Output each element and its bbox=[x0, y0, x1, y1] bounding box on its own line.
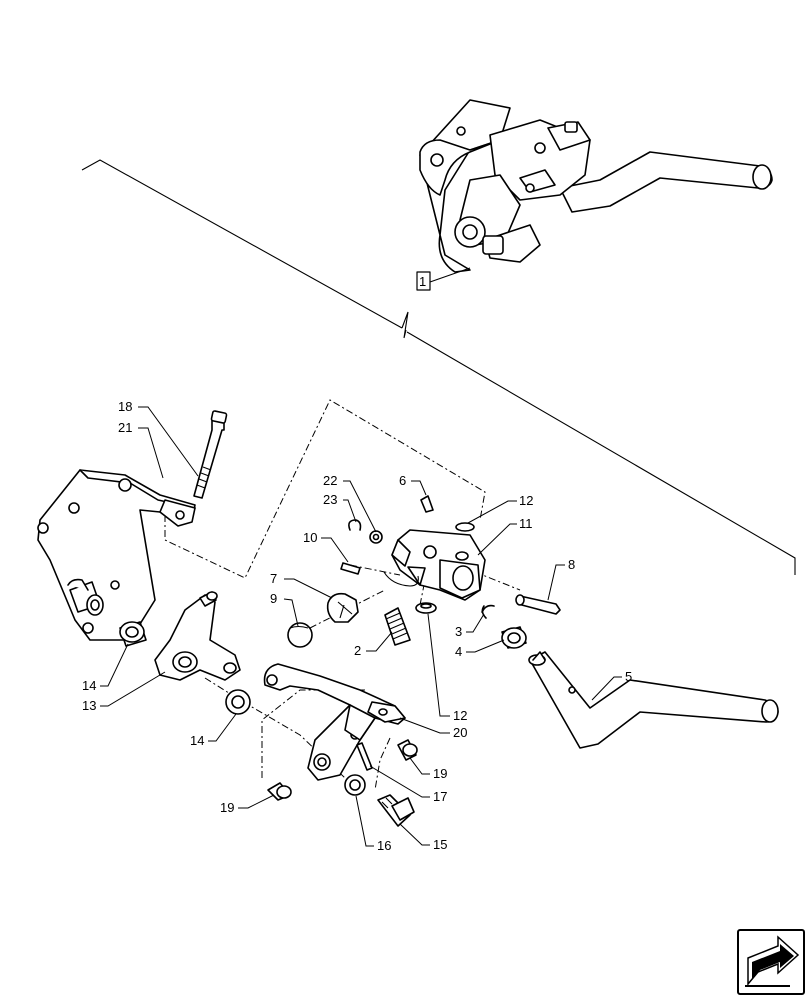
callout-12-top: 12 bbox=[519, 493, 533, 508]
callout-16: 16 bbox=[377, 838, 391, 853]
section-divider bbox=[81, 159, 796, 575]
callout-11: 11 bbox=[519, 516, 533, 531]
pin-10 bbox=[340, 562, 361, 575]
callout-7: 7 bbox=[270, 571, 277, 586]
screw-6 bbox=[420, 495, 434, 513]
screw-19-left bbox=[267, 782, 292, 801]
spring-2 bbox=[384, 607, 411, 646]
ball-9 bbox=[287, 622, 313, 648]
bushing-4 bbox=[501, 626, 527, 649]
callout-leaders bbox=[100, 406, 622, 847]
callout-21: 21 bbox=[118, 420, 132, 435]
bolt-18 bbox=[193, 410, 228, 499]
ring-12-lower bbox=[415, 602, 437, 614]
callout-17: 17 bbox=[433, 789, 447, 804]
callout-20: 20 bbox=[453, 725, 467, 740]
callout-5: 5 bbox=[625, 669, 632, 684]
callout-14-upper: 14 bbox=[82, 678, 96, 693]
callout-12-bottom: 12 bbox=[453, 708, 467, 723]
callout-2: 2 bbox=[354, 643, 361, 658]
washer-22 bbox=[369, 530, 383, 544]
callout-23: 23 bbox=[323, 492, 337, 507]
callout-3: 3 bbox=[455, 624, 462, 639]
callout-14-lower: 14 bbox=[190, 733, 204, 748]
screw-19-right bbox=[397, 739, 418, 761]
washer-14-lower bbox=[225, 689, 251, 715]
callout-19-left: 19 bbox=[220, 800, 234, 815]
callout-15: 15 bbox=[433, 837, 447, 852]
callout-4: 4 bbox=[455, 644, 462, 659]
bolt-15 bbox=[377, 794, 415, 827]
circlip-23 bbox=[348, 519, 362, 531]
callout-13: 13 bbox=[82, 698, 96, 713]
callout-8: 8 bbox=[568, 557, 575, 572]
pin-8 bbox=[515, 594, 561, 615]
ring-12-upper bbox=[455, 522, 475, 532]
bushing-14-upper bbox=[119, 621, 147, 647]
callout-6: 6 bbox=[399, 473, 406, 488]
selector-arm-13 bbox=[154, 591, 241, 681]
callout-1: 1 bbox=[419, 274, 426, 289]
next-page-arrow-icon[interactable] bbox=[737, 929, 805, 995]
housing-11 bbox=[391, 529, 486, 601]
washer-16 bbox=[344, 774, 366, 796]
gear-shift-assembly-overview: 1 bbox=[416, 99, 773, 291]
lever-5 bbox=[528, 651, 779, 749]
callout-10: 10 bbox=[303, 530, 317, 545]
callout-22: 22 bbox=[323, 473, 337, 488]
callout-18: 18 bbox=[118, 399, 132, 414]
circlip-3 bbox=[481, 604, 495, 619]
pin-17 bbox=[356, 742, 373, 771]
detent-block-7 bbox=[326, 592, 359, 623]
bracket-plate bbox=[37, 469, 196, 641]
callout-labels: 18 21 22 23 6 12 11 10 8 7 9 2 3 4 5 14 … bbox=[82, 399, 632, 853]
callout-19-right: 19 bbox=[433, 766, 447, 781]
lever-plate-20 bbox=[263, 663, 406, 781]
callout-9: 9 bbox=[270, 591, 277, 606]
